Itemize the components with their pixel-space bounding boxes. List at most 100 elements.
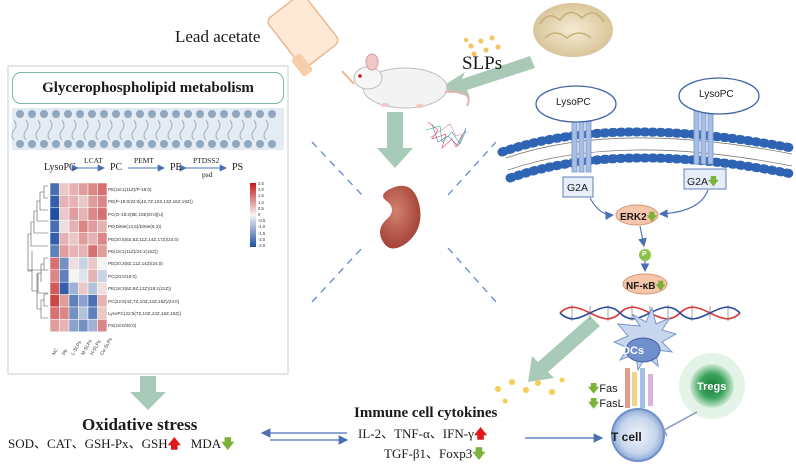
heatmap-scale-label: -1.0 [258, 224, 266, 230]
heatmap-cell [49, 269, 60, 283]
nfkb-text: NF-κB [626, 281, 656, 292]
heatmap-cell [87, 306, 98, 320]
heatmap-scale-label: 2.0 [258, 187, 264, 193]
tcell-label: T cell [611, 430, 642, 444]
g2a-left-label: G2A [567, 182, 589, 194]
enzyme-lcat: LCAT [84, 156, 103, 165]
heatmap-scale-label: 1.5 [258, 193, 264, 199]
heatmap-cell [49, 281, 60, 295]
heatmap-cell [49, 182, 60, 196]
heatmap-cell [68, 294, 79, 308]
kidney-icon [380, 185, 421, 249]
heatmap-cell [59, 294, 70, 308]
heatmap-cell [87, 294, 98, 308]
heatmap-cell [87, 182, 98, 196]
treg-icon [690, 364, 734, 408]
membrane-band [11, 108, 284, 150]
heatmap-row-label: PE(20:3(8Z,11Z,14Z)/24:0) [108, 261, 163, 267]
slps-dots [463, 35, 501, 57]
heatmap-cell [68, 319, 79, 333]
nfkb-node [622, 273, 668, 295]
dendritic-cell-icon [612, 306, 678, 372]
heatmap-cell [87, 244, 98, 258]
heatmap-cell [68, 244, 79, 258]
heatmap-cell [78, 257, 89, 271]
down-arrow-icon: 🡇 [472, 446, 486, 461]
network-icon [425, 121, 469, 149]
heatmap-cell [97, 232, 108, 246]
heatmap-cell [87, 219, 98, 233]
heatmap-cell [78, 319, 89, 333]
erk2-node [615, 204, 659, 226]
heatmap-cell [78, 232, 89, 246]
mda-label: MDA [190, 436, 222, 451]
heatmap-cell [78, 182, 89, 196]
down-arrow-icon: 🡇 [221, 436, 235, 451]
heatmap-cell [78, 281, 89, 295]
bottle-icon [267, 0, 355, 85]
heatmap-cell [97, 195, 108, 209]
down-arrow-icon: 🡇 [588, 383, 600, 395]
p-node [639, 249, 651, 261]
heatmap-scale-label: -0.5 [258, 218, 266, 224]
heatmap-cell [68, 257, 79, 271]
heatmap-cell [87, 281, 98, 295]
heatmap-scale-label: 2.5 [258, 181, 264, 186]
heatmap-scale-label: -2.5 [258, 243, 266, 248]
heatmap-cell [97, 219, 108, 233]
metabolite-pe: PE [170, 162, 182, 173]
heatmap-cell [97, 281, 108, 295]
heatmap-cell [97, 244, 108, 258]
dcs-label: DCs [622, 345, 645, 357]
down-arrow-icon: 🡇 [655, 281, 666, 292]
heatmap-cell [68, 269, 79, 283]
treg-inhibit-line [660, 411, 698, 437]
heatmap-row-label: PC(20:0/16:0) [108, 273, 137, 279]
heatmap-cell [59, 219, 70, 233]
heatmap-cell [68, 306, 79, 320]
heatmap-cell [59, 319, 70, 333]
heatmap-row-label: PS(18:0/20:0) [108, 323, 137, 329]
enzyme-psd: psd [202, 170, 213, 179]
heatmap-cell [87, 195, 98, 209]
heatmap-cell [59, 195, 70, 209]
g2a-left-box [562, 176, 594, 198]
fas-label: 🡇Fas [588, 380, 618, 399]
heatmap-scale-label: 1.0 [258, 199, 264, 205]
heatmap-cell [49, 319, 60, 333]
oxidative-stress-title: Oxidative stress [82, 415, 198, 434]
heatmap-cell [78, 195, 89, 209]
heatmap-cell [68, 232, 79, 246]
heatmap-cell [97, 294, 108, 308]
mouse-icon [353, 53, 470, 109]
dc-tcell-receptors [625, 368, 653, 408]
bottom-arrows [260, 428, 604, 445]
fasl-label: 🡇FasL [588, 395, 624, 414]
nfkb-label: NF-κB🡇 [626, 279, 666, 296]
down-arrow-icon: 🡇 [646, 212, 657, 223]
heatmap-cell [49, 257, 60, 271]
heatmap-cell [49, 306, 60, 320]
down-arrow-icon: 🡇 [708, 176, 719, 188]
heatmap-cell [87, 319, 98, 333]
heatmap-scale-label: -1.5 [258, 230, 266, 236]
heatmap-cells [49, 182, 108, 333]
p-label: P [642, 251, 647, 258]
antioxidant-list: SOD、CAT、GSH-Px、GSH [8, 436, 168, 451]
heatmap-cell [87, 232, 98, 246]
heatmap-row-label: PE(20:5(5Z,8Z,11Z,14Z,17Z)/24:0) [108, 236, 179, 242]
heatmap-cell [97, 306, 108, 320]
heatmap-row-label: LysoPC(22:5(7Z,10Z,13Z,16Z,19Z)) [108, 311, 182, 316]
enzyme-ptdss2: PTDSS2 [193, 156, 220, 165]
cell-membrane [497, 127, 796, 183]
heatmap-cell [59, 207, 70, 221]
signal-arrows [589, 189, 709, 273]
slps-label: SLPs [462, 53, 503, 74]
lysopc-right-label: LysoPC [699, 89, 734, 100]
heatmap-cell [68, 207, 79, 221]
tregs-label: Tregs [697, 381, 727, 393]
heatmap-cell [68, 219, 79, 233]
heatmap-cell [49, 244, 60, 258]
slps-arrow [440, 56, 535, 97]
heatmap-cell [87, 257, 98, 271]
